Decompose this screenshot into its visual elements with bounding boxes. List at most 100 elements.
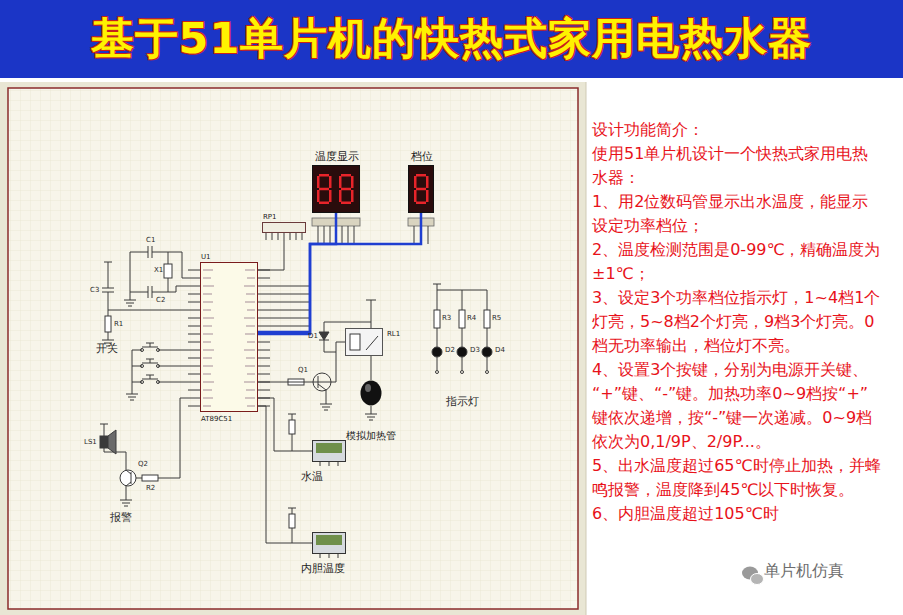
schematic-label: C3 [90, 286, 99, 294]
schematic-label: D4 [495, 346, 505, 354]
seven-segment-display: 档位 [408, 165, 434, 213]
push-button [141, 349, 144, 352]
push-button [157, 349, 160, 352]
buzzer-circuit [120, 470, 136, 486]
temperature-sensor [316, 443, 342, 453]
seven-segment-display [312, 165, 360, 213]
push-button [142, 343, 158, 379]
buzzer-circuit [100, 398, 188, 506]
microcontroller-chip [200, 262, 258, 412]
schematic-label: C2 [156, 296, 165, 304]
resistor-pack [262, 222, 306, 233]
push-button [141, 365, 144, 368]
schematic-label: 报警 [110, 512, 132, 525]
schematic-label: 开关 [96, 343, 118, 356]
schematic-label: D3 [470, 346, 480, 354]
resistor-pack: RP1 [262, 222, 306, 233]
seven-segment-display: 温度显示 [312, 165, 360, 213]
part-label: AT89C51 [201, 415, 232, 423]
oscillator-circuit [168, 252, 188, 292]
schematic-label: R5 [492, 314, 501, 322]
indicator-leds [459, 310, 465, 328]
buzzer-circuit [142, 475, 158, 481]
push-button [132, 350, 188, 394]
seven-segment-display [339, 174, 354, 204]
relay-box: RL1 [345, 328, 383, 356]
temperature-sensor [288, 414, 346, 558]
microcontroller-chip [188, 262, 310, 412]
buzzer-circuit [100, 424, 108, 436]
schematic-sheet [0, 82, 586, 615]
feature-text: 设计功能简介： [592, 118, 884, 142]
buzzer-circuit [136, 398, 188, 478]
oscillator-circuit [124, 246, 188, 306]
temperature-sensor [312, 440, 346, 462]
schematic-sheet [8, 88, 578, 609]
reset-circuit [105, 316, 111, 332]
relay-driver [350, 334, 360, 350]
part-label: RP1 [263, 213, 277, 221]
push-button [126, 394, 138, 400]
oscillator-circuit [130, 246, 168, 300]
microcontroller-chip [270, 286, 310, 326]
schematic-label: D2 [445, 346, 455, 354]
seven-segment-display [408, 165, 434, 213]
part-label: 档位 [411, 151, 433, 164]
temperature-sensor: 水温 [312, 440, 346, 462]
schematic-sheet [8, 88, 578, 609]
reset-circuit [102, 262, 188, 340]
relay-driver [318, 376, 326, 404]
part-label: RL1 [387, 330, 400, 338]
schematic-label: X1 [154, 266, 163, 274]
indicator-leds [484, 310, 490, 328]
wire [258, 342, 345, 382]
feature-text: 2、温度检测范围是0-99℃，精确温度为±1℃； [592, 238, 884, 286]
schematic-label: LS1 [84, 438, 97, 446]
feature-text: 4、设置3个按键，分别为电源开关键、“+”键、“-”键。加热功率0~9档按“+”… [592, 358, 884, 454]
schematic-label: D1 [308, 332, 318, 340]
schematic-label: R4 [467, 314, 476, 322]
buzzer-circuit [120, 500, 132, 506]
schematic-label: Q1 [298, 366, 308, 374]
part-label: U1 [201, 253, 211, 261]
lamp-outline [361, 381, 382, 406]
seven-segment-display [312, 165, 434, 244]
schematic-sheet [0, 82, 586, 615]
indicator-leds [436, 371, 439, 374]
feature-text: 使用51单片机设计一个快热式家用电热水器： [592, 142, 884, 190]
wire [258, 233, 284, 270]
relay-driver [365, 414, 377, 420]
seven-segment-display [318, 226, 428, 244]
wire [258, 213, 421, 332]
buzzer-circuit [104, 448, 131, 500]
wire [258, 213, 336, 334]
schematic-label: Q2 [138, 460, 148, 468]
part-label: 水温 [301, 471, 323, 484]
temperature-sensor: 内胆温度 [312, 532, 346, 554]
schematic-sheet [586, 82, 587, 615]
microcontroller-chip: U1AT89C51 [200, 262, 258, 412]
part-label: 温度显示 [315, 151, 359, 164]
watermark-icon [751, 574, 764, 585]
push-button [157, 381, 160, 384]
seven-segment-display [317, 174, 429, 204]
push-button [141, 381, 144, 384]
feature-panel: 设计功能简介：使用51单片机设计一个快热式家用电热水器：1、用2位数码管显示出水… [592, 118, 884, 526]
seven-segment-display [317, 174, 332, 204]
push-button [126, 343, 188, 400]
indicator-leds [457, 347, 467, 357]
temperature-sensor [289, 514, 295, 528]
lamp-highlight [365, 384, 371, 392]
schematic-label: R1 [114, 320, 123, 328]
title-text: 基于51单片机的快热式家用电热水器 [91, 10, 813, 68]
buzzer-circuit [100, 436, 108, 448]
schematic-label: R3 [442, 314, 451, 322]
relay-driver [345, 328, 383, 356]
oscillator-circuit [124, 300, 136, 306]
schematic-label: C1 [146, 236, 155, 244]
seven-segment-display [414, 174, 429, 204]
feature-text: 3、设定3个功率档位指示灯，1~4档1个灯亮，5~8档2个灯亮，9档3个灯亮。0… [592, 286, 884, 358]
relay-driver [320, 404, 332, 410]
lamp-outline [360, 380, 382, 406]
